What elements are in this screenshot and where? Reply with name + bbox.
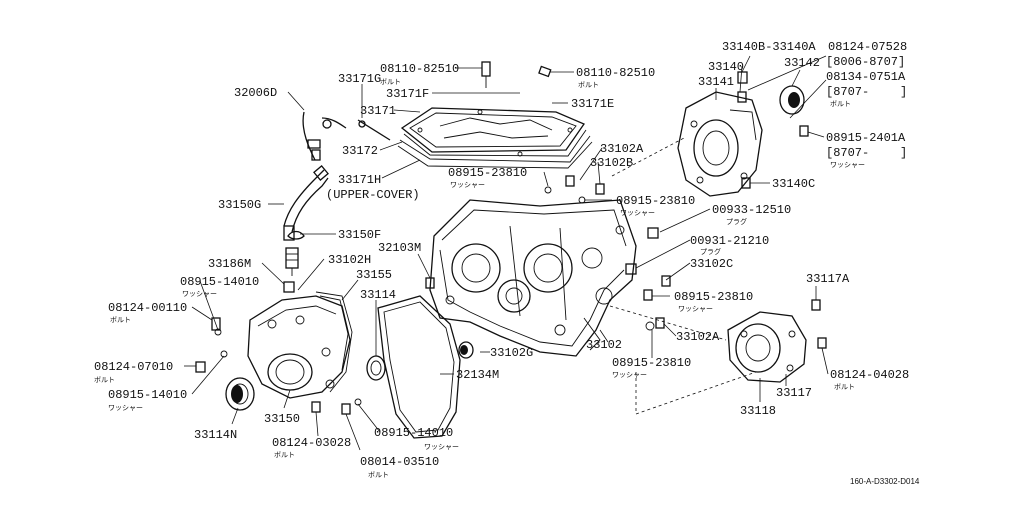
note-bolt-e: ボルト: [274, 451, 295, 459]
label-33150G: 33150G: [218, 198, 261, 212]
label-33140B-33140A: 33140B-33140A: [722, 40, 816, 54]
housing-gasket-drawing: [315, 291, 353, 393]
label-33171H: 33171H: [338, 173, 381, 187]
label-08915-2401A: 08915-2401A: [826, 131, 906, 145]
label-33140C: 33140C: [772, 177, 815, 191]
label-08124-07528: 08124-07528: [828, 40, 907, 54]
note-washer-b: ワッシャー: [108, 404, 143, 412]
leader-lines: [184, 55, 829, 451]
label-08915-14010-b: 08915-14010: [108, 388, 187, 402]
label-33118: 33118: [740, 404, 776, 418]
label-00931-21210: 00931-21210: [690, 234, 769, 248]
case-gasket-drawing: [377, 295, 461, 439]
label-33117: 33117: [776, 386, 812, 400]
note-washer-c: ワッシャー: [424, 443, 459, 451]
label-33117A: 33117A: [806, 272, 850, 286]
label-33171G: 33171G: [338, 72, 381, 86]
clip-drawing: [287, 230, 305, 240]
label-range-a: [8006-8707]: [826, 55, 905, 69]
label-08915-23810-b: 08915-23810: [616, 194, 695, 208]
note-plug-a: プラグ: [726, 217, 747, 226]
label-32006D: 32006D: [234, 86, 277, 100]
note-washer-f: ワッシャー: [678, 305, 713, 313]
note-bolt-h: ボルト: [834, 383, 855, 391]
label-33141: 33141: [698, 75, 734, 89]
label-bracket-b: ]: [900, 85, 907, 99]
extension-housing-drawing: [247, 295, 351, 399]
label-33150F: 33150F: [338, 228, 381, 242]
label-33155: 33155: [356, 268, 392, 282]
label-33102H: 33102H: [328, 253, 371, 267]
label-33102A-b: 33102A: [676, 330, 720, 344]
upper-cover-drawing: [400, 107, 587, 157]
note-washer-e: ワッシャー: [620, 209, 655, 217]
note-bolt-b: ボルト: [578, 81, 599, 89]
note-washer-g: ワッシャー: [612, 371, 647, 379]
label-33114N: 33114N: [194, 428, 237, 442]
label-32103M: 32103M: [378, 241, 421, 255]
label-33102B: 33102B: [590, 156, 633, 170]
small-seal-drawing: [458, 341, 474, 359]
rear-seal-drawing: [225, 377, 255, 411]
note-bolt-c: ボルト: [110, 316, 131, 324]
label-08915-14010-c: 08915-14010: [374, 426, 453, 440]
label-33172: 33172: [342, 144, 378, 158]
label-08134-0751A: 08134-0751A: [826, 70, 906, 84]
label-08124-04028: 08124-04028: [830, 368, 909, 382]
breather-tube-drawing: [283, 165, 329, 241]
label-33102A-a: 33102A: [600, 142, 644, 156]
label-32134M: 32134M: [456, 368, 499, 382]
front-seal-drawing: [779, 85, 805, 115]
label-08110-82510-a: 08110-82510: [380, 62, 459, 76]
link-rod-drawing: [357, 119, 391, 141]
label-33171F: 33171F: [386, 87, 429, 101]
label-33171: 33171: [360, 104, 396, 118]
note-washer-d: ワッシャー: [450, 181, 485, 189]
note-bolt-d: ボルト: [94, 376, 115, 384]
label-33114: 33114: [360, 288, 396, 302]
front-housing-drawing: [677, 91, 763, 197]
label-08014-03510: 08014-03510: [360, 455, 439, 469]
label-08915-23810-d: 08915-23810: [612, 356, 691, 370]
sensor-drawing: [285, 247, 299, 276]
label-33102: 33102: [586, 338, 622, 352]
note-bolt-f: ボルト: [368, 471, 389, 479]
note-washer-a: ワッシャー: [182, 290, 217, 298]
transmission-case-drawing: [429, 199, 637, 357]
label-33150: 33150: [264, 412, 300, 426]
label-00933-12510: 00933-12510: [712, 203, 791, 217]
side-cover-drawing: [727, 311, 807, 383]
label-33171E: 33171E: [571, 97, 614, 111]
wire-harness-drawing: [302, 111, 347, 161]
label-08915-14010-a: 08915-14010: [180, 275, 259, 289]
note-bolt-a: ボルト: [380, 78, 401, 86]
label-08124-07010: 08124-07010: [94, 360, 173, 374]
note-plug-b: プラグ: [700, 247, 721, 256]
label-range-c: [8707-: [826, 146, 869, 160]
label-33142: 33142: [784, 56, 820, 70]
cover-gasket-drawing: [397, 135, 593, 169]
part-labels: 08110-82510 ボルト 08110-82510 ボルト 33171G 3…: [94, 40, 920, 486]
label-33186M: 33186M: [208, 257, 251, 271]
label-33102C: 33102C: [690, 257, 733, 271]
label-08915-23810-a: 08915-23810: [448, 166, 527, 180]
oil-seal-drawing: [366, 355, 386, 381]
note-washer-h: ワッシャー: [830, 161, 865, 169]
label-08124-00110: 08124-00110: [108, 301, 187, 315]
label-range-b: [8707-: [826, 85, 869, 99]
label-33140: 33140: [708, 60, 744, 74]
label-08915-23810-c: 08915-23810: [674, 290, 753, 304]
diagram-reference-code: 160-A-D3302-D014: [850, 477, 920, 486]
label-33102G: 33102G: [490, 346, 533, 360]
label-upper-cover: (UPPER-COVER): [326, 188, 420, 202]
label-08124-03028: 08124-03028: [272, 436, 351, 450]
note-bolt-g: ボルト: [830, 100, 851, 108]
label-08110-82510-b: 08110-82510: [576, 66, 655, 80]
label-bracket-c: ]: [900, 146, 907, 160]
